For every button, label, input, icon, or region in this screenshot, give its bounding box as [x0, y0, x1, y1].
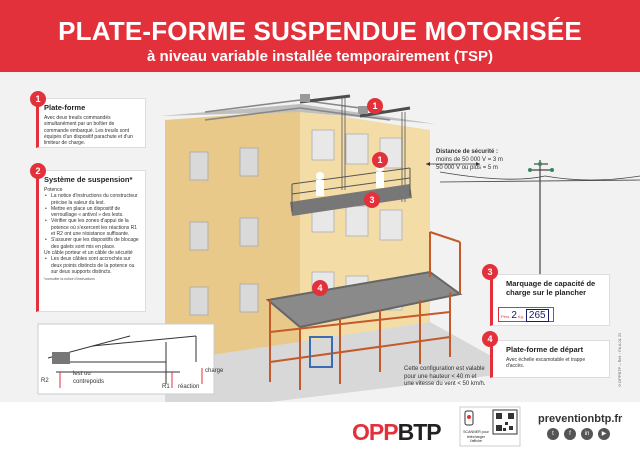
distance-line2: 50 000 V ou plus = 5 m [436, 165, 498, 171]
linkedin-icon[interactable]: in [581, 428, 593, 440]
social-links: t f in ▶ [547, 428, 610, 440]
header-banner: PLATE-FORME SUSPENDUE MOTORISÉE à niveau… [0, 0, 640, 72]
app-download-block[interactable]: SCANNER pour télécharger l'affiche [459, 406, 521, 447]
plate-kg-value: 265 [525, 309, 549, 322]
suspended-platform [290, 164, 412, 216]
callout-suspension: Système de suspension* Potence La notice… [36, 170, 146, 312]
website-link[interactable]: preventionbtp.fr [538, 413, 623, 425]
callout-depart: Plate-forme de départ Avec échelle escam… [490, 340, 610, 378]
diagram-label-charge: charge [205, 368, 224, 374]
plate-kg-label: Kg. [517, 314, 524, 319]
twitter-icon[interactable]: t [547, 428, 559, 440]
callout-2-item: S'assurer que les dispositifs de blocage… [44, 237, 140, 250]
callout-2-item2: Les deux câbles sont accrochés sur deux … [44, 256, 140, 275]
callout-1-badge: 1 [30, 91, 46, 107]
callout-2-item: La notice d'instructions du constructeur… [44, 193, 140, 206]
diagram-label-lest: lest ou contrepoids [73, 371, 105, 385]
opp-btp-logo: OPPBTP [352, 419, 442, 445]
distance-title: Distance de sécurité : [436, 149, 499, 155]
callout-3-title: Marquage de capacité de charge sur le pl… [506, 279, 596, 297]
page-title: PLATE-FORME SUSPENDUE MOTORISÉE [58, 16, 582, 46]
callout-2-title: Système de suspension* [44, 175, 133, 184]
diagram-label-r2: R2 [41, 378, 49, 384]
access-gate [309, 336, 333, 368]
callout-1-title: Plate-forme [44, 103, 86, 112]
plate-pers-value: 2 [511, 310, 517, 321]
callout-2-text2: Un câble porteur et un câble de sécurité [44, 249, 133, 256]
plate-pers-label: Pers. [501, 314, 511, 319]
callout-3-badge: 3 [482, 264, 498, 280]
app-download-text: SCANNER pour télécharger l'affiche [463, 430, 489, 443]
callout-4-text: Avec échelle escamotable et trappe d'acc… [506, 357, 586, 370]
diagram-label-reaction: réaction [178, 384, 200, 390]
scene-badge-1b: 1 [372, 152, 388, 168]
scene-badge-1: 1 [367, 98, 383, 114]
scene-badge-3: 3 [364, 192, 380, 208]
diagram-label-r1: R1 [162, 384, 170, 390]
callout-4-badge: 4 [482, 331, 498, 347]
qr-code-icon [459, 406, 521, 447]
illustration [37, 94, 640, 402]
callout-2-note: *consulter la notice d'instructions [44, 277, 95, 282]
scene-badge-4: 4 [312, 280, 328, 296]
callout-2-intro: Potence [44, 187, 63, 193]
callout-2-item: Vérifier que les zones d'appui de la pot… [44, 218, 140, 237]
callout-2-item: Mettre en place un dispositif de verroui… [44, 206, 140, 219]
footer: OPPBTP [0, 402, 640, 452]
page-subtitle: à niveau variable installée temporaireme… [147, 48, 493, 65]
config-note: Cette configuration est valable pour une… [404, 366, 486, 387]
callout-1-text: Avec deux treuils commandés simultanémen… [44, 115, 133, 147]
ground [165, 322, 520, 402]
callout-4-title: Plate-forme de départ [506, 345, 584, 354]
callout-2-badge: 2 [30, 163, 46, 179]
reference-code: ©OPPBTP – Réf. : FA A 01 22 [617, 332, 622, 388]
departure-platform [265, 231, 463, 390]
distance-line1: moins de 50 000 V = 3 m [436, 157, 503, 163]
youtube-icon[interactable]: ▶ [598, 428, 610, 440]
callout-plateforme: Plate-forme Avec deux treuils commandés … [36, 98, 146, 148]
facebook-icon[interactable]: f [564, 428, 576, 440]
capacity-plate: Pers. 2 Kg. 265 [498, 307, 554, 322]
inset-diagram [47, 335, 197, 384]
